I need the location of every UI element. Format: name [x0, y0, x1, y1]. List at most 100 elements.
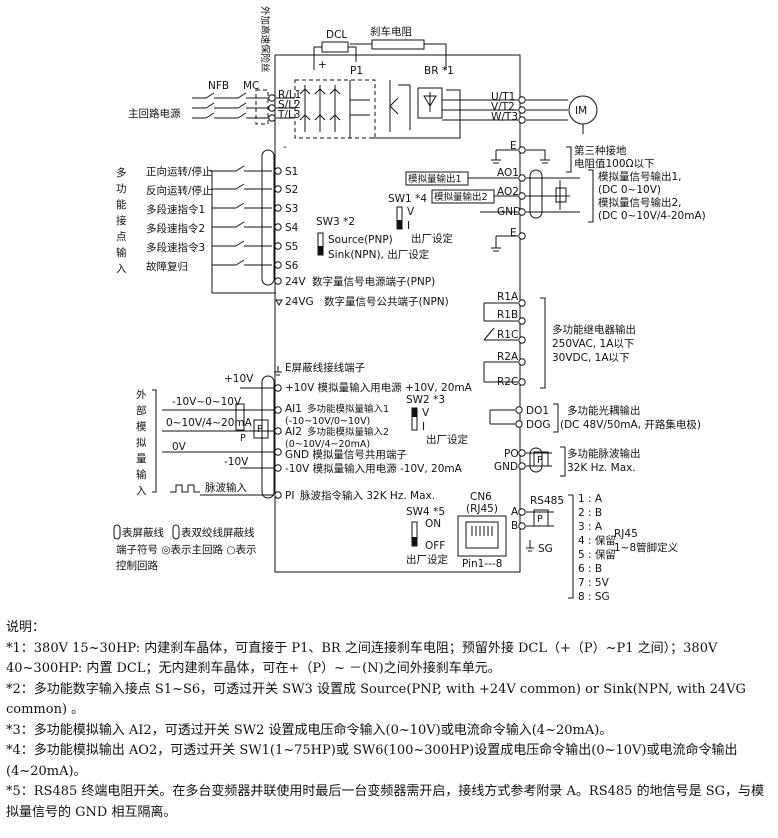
- digital-outputs: DO1 DOG 多功能光耦输出 (DC 48V/50mA, 开路集电极) PO …: [489, 403, 701, 477]
- ext-analog-caption: 外 部 模 拟 量 输 入: [136, 389, 147, 497]
- terminal-s3: S3: [285, 203, 298, 215]
- svg-text:8 : SG: 8 : SG: [578, 591, 610, 603]
- input-label-6: 故障复归: [146, 260, 188, 273]
- ao1-desc: 模拟量信号输出1,: [598, 170, 682, 183]
- ai-shield-p: P: [257, 424, 263, 435]
- terminal-pi: PI: [285, 490, 294, 502]
- ao2-range: (DC 0~10V/4-20mA): [598, 210, 706, 222]
- external-fuse-label: 外加高速保险丝: [259, 6, 271, 73]
- terminal-a: A: [511, 506, 519, 518]
- svg-text:模: 模: [136, 421, 147, 433]
- terminal-ai1: AI1: [285, 403, 302, 415]
- sw1-factory: 出厂设定: [411, 232, 453, 245]
- plus10v-desc: +10V 模拟量输入用电源 +10V, 20mA: [285, 381, 473, 394]
- terminal-tl3: T/L3: [277, 109, 300, 121]
- sw4-off: OFF: [425, 540, 445, 552]
- terminal-s5: S5: [285, 241, 298, 253]
- svg-text:7 : 5V: 7 : 5V: [578, 577, 610, 589]
- sw2-label: SW2 *3: [406, 394, 445, 406]
- svg-text:V: V: [422, 407, 430, 419]
- svg-text:拟: 拟: [136, 436, 147, 449]
- terminal-ao2: AO2: [497, 186, 519, 198]
- terminal-gnd: GND: [497, 206, 521, 218]
- ai2-range-in: 0~10V/4~20mA: [166, 417, 253, 429]
- terminal-r2a: R2A: [497, 351, 519, 363]
- main-power-label: 主回路电源: [128, 107, 181, 120]
- notes-heading: 说明：: [6, 620, 46, 635]
- svg-text:部: 部: [136, 404, 147, 417]
- svg-text:5 : 保留: 5 : 保留: [578, 548, 616, 561]
- relay-desc-2: 250VAC, 1A以下: [552, 338, 634, 350]
- terminal-ao1: AO1: [497, 167, 519, 179]
- rj45-pin-list: 1 : A 2 : B 3 : A 4 : 保留 5 : 保留 6 : B 7 …: [578, 493, 616, 603]
- terminal-e-mid: E: [510, 227, 517, 239]
- note-1: *1：380V 15~30HP: 内建刹车晶体，可直接于 P1、BR 之间连接刹…: [6, 640, 718, 677]
- gnd-desc: GND 模拟量信号共用端子: [285, 448, 407, 461]
- ai1-range: (-10~10V/0~10V): [285, 416, 370, 427]
- ai1-desc: 多功能模拟量输入1: [307, 403, 389, 415]
- input-label-3: 多段速指令1: [146, 203, 205, 216]
- input-label-2: 反向运转/停止: [146, 184, 213, 197]
- legend-terminal: 端子符号 ◎表示主回路 ○表示: [116, 543, 257, 556]
- rj45-caption-2: 1~8管脚定义: [614, 541, 679, 554]
- terminal-e-top: E: [510, 140, 517, 152]
- terminal-s6: S6: [285, 260, 299, 272]
- br-label: BR *1: [424, 65, 454, 77]
- zero-v-label: 0V: [172, 441, 187, 453]
- terminal-po: PO: [504, 448, 519, 460]
- svg-text:输: 输: [116, 246, 127, 259]
- note-3: *3：多功能模拟输入 AI2，可透过开关 SW2 设置成电压命令输入(0~10V…: [6, 722, 613, 738]
- minus10v-label: -10V: [224, 456, 249, 468]
- po-desc-2: 32K Hz. Max.: [567, 462, 636, 474]
- plus-terminal-label: +: [318, 59, 327, 71]
- svg-text:I: I: [407, 220, 410, 232]
- input-label-5: 多段速指令3: [146, 241, 205, 254]
- terminal-s1: S1: [285, 166, 298, 178]
- digital-inputs: 多 功 能 接 点 输 入 正向运转/停止 反向运转/停止 多段速指令1 多段速…: [116, 149, 449, 308]
- terminal-do1: DO1: [526, 405, 549, 417]
- relay-outputs: R1A R1B R1C R2A R2C 多功能继电器输出 250VAC, 1A以…: [483, 291, 636, 389]
- p1-label: P1: [350, 65, 363, 77]
- rs485-p: P: [537, 514, 543, 525]
- terminal-ai2: AI2: [285, 426, 302, 438]
- notes-section: 说明： *1：380V 15~30HP: 内建刹车晶体，可直接于 P1、BR 之…: [6, 618, 774, 823]
- legend-twisted: 表双绞线屏蔽线: [181, 526, 255, 539]
- ao1-box-label: 模拟量输出1: [408, 173, 462, 185]
- rj45-port: [457, 515, 507, 557]
- legend-control: 控制回路: [116, 559, 158, 572]
- cn6-label: CN6: [470, 491, 492, 503]
- terminal-sg: SG: [538, 543, 553, 555]
- minus10v-desc: -10V 模拟量输入用电源 -10V, 20mA: [285, 462, 463, 475]
- svg-text:量: 量: [136, 453, 147, 465]
- ground-note-2: 电阻值100Ω以下: [574, 157, 655, 170]
- shield-terminal-label: E屏蔽线接线端子: [285, 361, 365, 374]
- svg-text:多: 多: [116, 166, 127, 179]
- terminal-b: B: [511, 520, 518, 532]
- svg-text:外: 外: [136, 389, 147, 401]
- svg-text:I: I: [422, 421, 425, 433]
- pi-desc: 脉波指令输入 32K Hz. Max.: [300, 489, 435, 502]
- inverter-body: [274, 54, 521, 573]
- svg-text:入: 入: [136, 485, 147, 497]
- analog-inputs: E屏蔽线接线端子 外 部 模 拟 量 输 入 +10V -10V~0~10V 0…: [136, 361, 473, 499]
- terminal-r1b: R1B: [497, 309, 518, 321]
- svg-text:点: 点: [116, 231, 127, 243]
- terminal-sl2: S/L2: [278, 99, 301, 111]
- terminal-dog: DOG: [526, 419, 551, 431]
- terminal-wt3: W/T3: [491, 111, 518, 123]
- sw1-label: SW1 *4: [388, 193, 427, 205]
- svg-text:接: 接: [116, 214, 127, 227]
- sw3-source: Source(PNP): [328, 234, 393, 246]
- terminal-rl1: R/L1: [278, 89, 301, 101]
- svg-text:1 : A: 1 : A: [578, 493, 603, 505]
- svg-text:6 : B: 6 : B: [578, 563, 602, 575]
- svg-text:能: 能: [116, 198, 127, 211]
- analog-outputs: 模拟量输出1 模拟量输出2 SW1 *4 V I 出厂设定 AO1 AO2 GN…: [388, 167, 706, 252]
- terminal-24vg-desc: 数字量信号公共端子(NPN): [324, 295, 449, 308]
- dcl-box: [321, 41, 349, 53]
- sw2-factory: 出厂设定: [426, 433, 468, 446]
- svg-text:功: 功: [116, 183, 127, 195]
- brake-resistor-box: [371, 39, 425, 50]
- terminal-r1a: R1A: [497, 291, 519, 303]
- relay-desc-1: 多功能继电器输出: [552, 323, 636, 336]
